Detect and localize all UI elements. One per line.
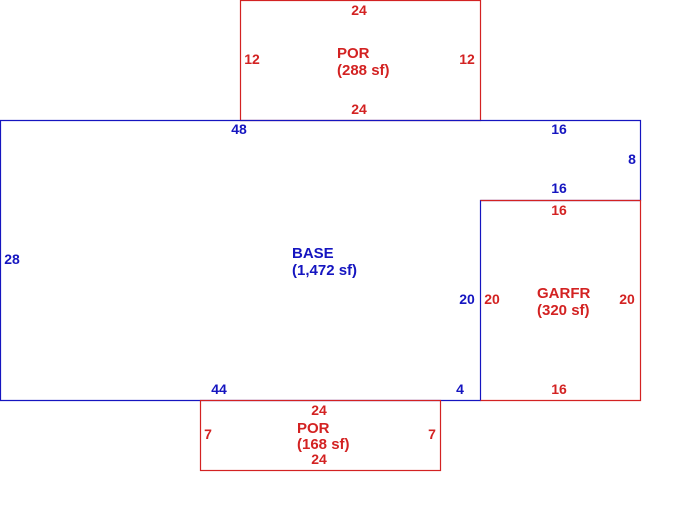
- por-bottom-area: (168 sf): [297, 436, 350, 453]
- base-dim-bottom-right: 4: [456, 381, 464, 397]
- base-dim-top-left: 48: [231, 121, 247, 137]
- base-dim-top-right: 16: [551, 121, 567, 137]
- base-name: BASE: [292, 245, 334, 262]
- garfr-dim-bottom: 16: [551, 381, 567, 397]
- garfr-area: (320 sf): [537, 302, 590, 319]
- base-dim-right-upper: 8: [628, 151, 636, 167]
- base-dim-inner-right: 20: [459, 291, 475, 307]
- garfr-dim-top: 16: [551, 202, 567, 218]
- por-bottom-dim-top: 24: [311, 402, 327, 418]
- base-dim-bottom-left: 44: [211, 381, 227, 397]
- por-bottom-dim-bottom: 24: [311, 451, 327, 467]
- por-bottom-dim-right: 7: [428, 426, 436, 442]
- garfr-outline: [480, 199, 642, 402]
- por-top-dim-top: 24: [351, 2, 367, 18]
- base-dim-left: 28: [4, 251, 20, 267]
- por-top-area: (288 sf): [337, 62, 390, 79]
- por-top-name: POR: [337, 45, 370, 62]
- garfr-name: GARFR: [537, 285, 590, 302]
- por-bottom-name: POR: [297, 420, 330, 437]
- por-bottom-dim-left: 7: [204, 426, 212, 442]
- garfr-dim-left: 20: [484, 291, 500, 307]
- por-bottom-outline: [199, 399, 442, 472]
- base-area: (1,472 sf): [292, 262, 357, 279]
- por-top-dim-bottom: 24: [351, 101, 367, 117]
- por-top-dim-right: 12: [459, 51, 475, 67]
- garfr-dim-right: 20: [619, 291, 635, 307]
- por-top-dim-left: 12: [244, 51, 260, 67]
- base-dim-notch: 16: [551, 180, 567, 196]
